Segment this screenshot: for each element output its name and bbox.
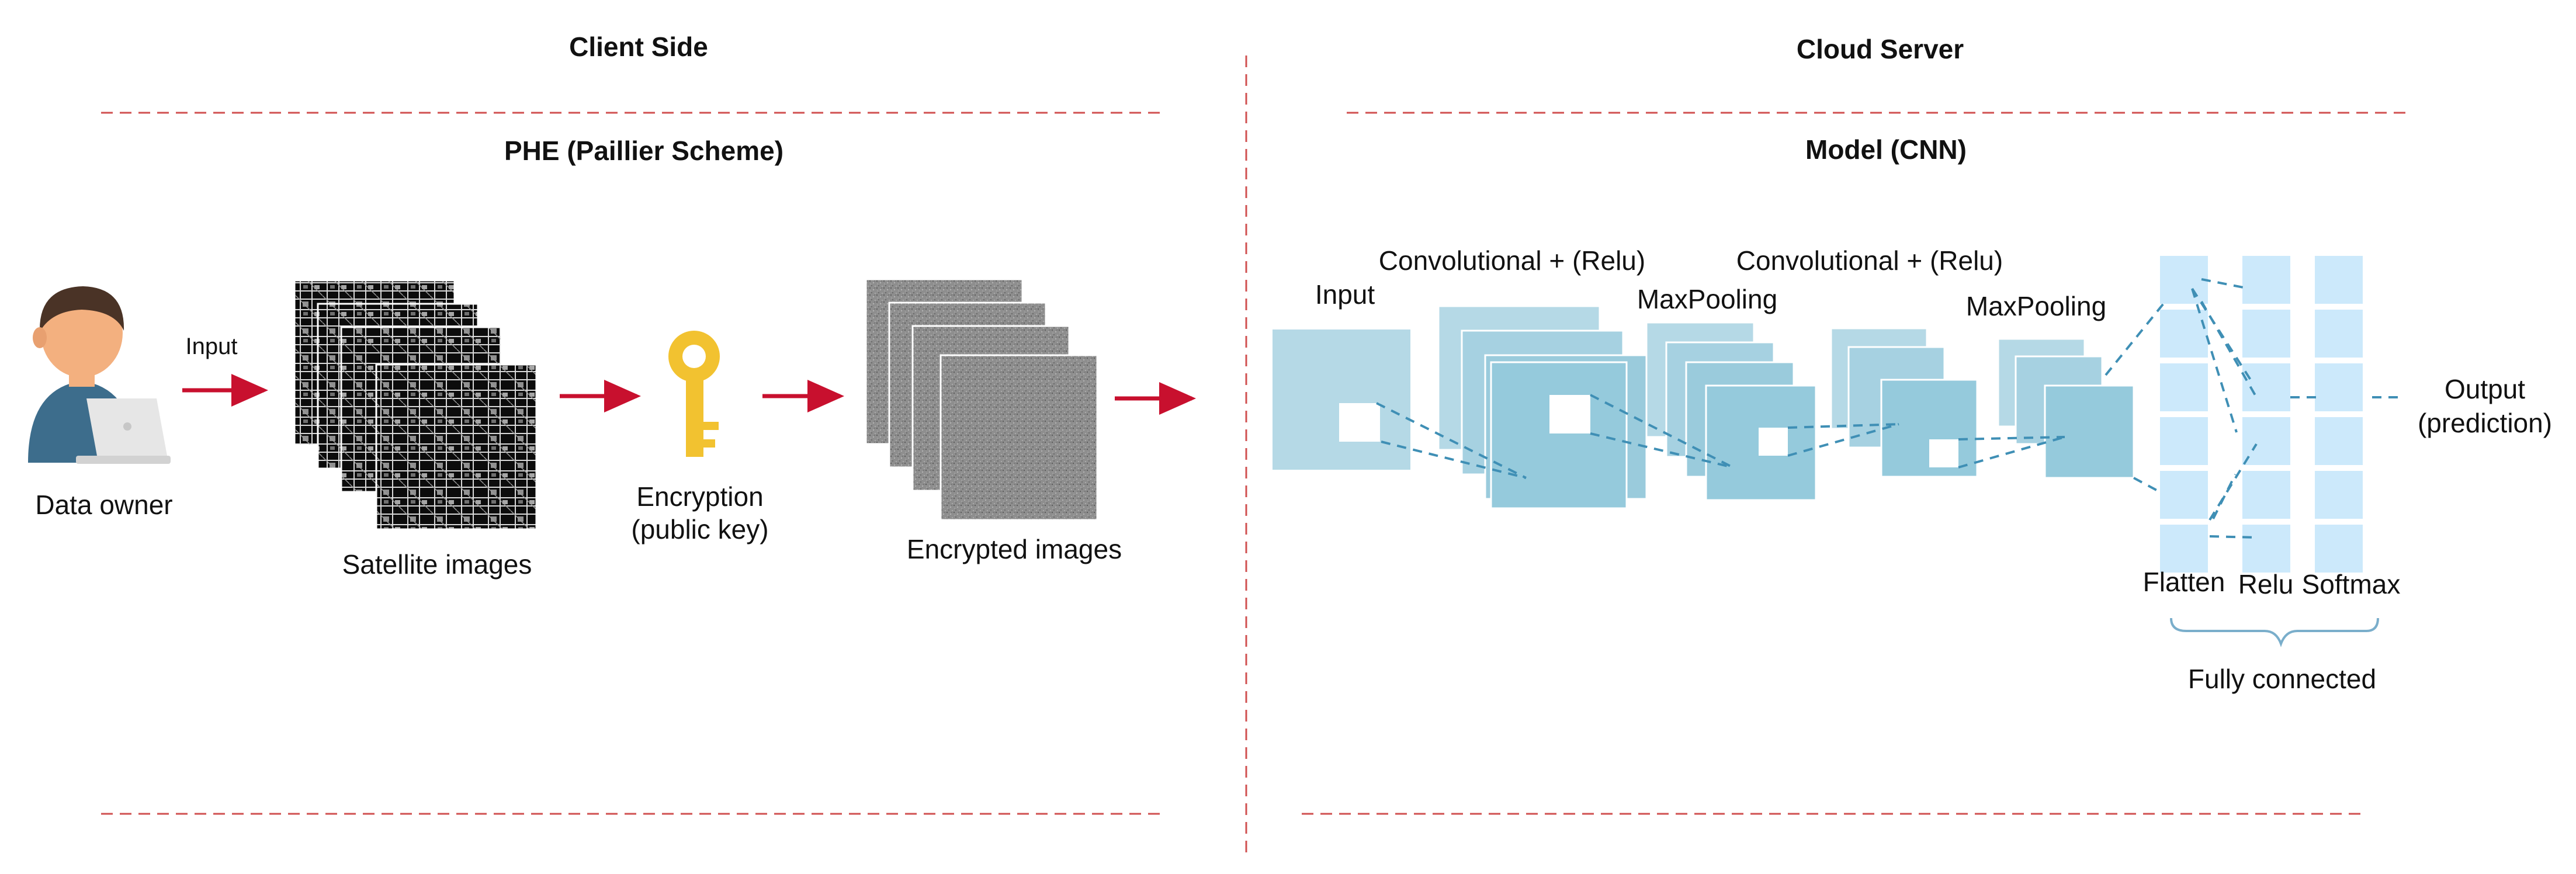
- satellite-image-stack: [293, 279, 538, 530]
- laptop-icon: [76, 398, 171, 464]
- key-icon: [668, 331, 720, 457]
- fully-connected-label: Fully connected: [2188, 664, 2376, 694]
- pool2-label: MaxPooling: [1966, 291, 2106, 321]
- input-arrow-label: Input: [186, 334, 238, 359]
- output-label-line2: (prediction): [2418, 408, 2552, 438]
- cloud-server-title: Cloud Server: [1797, 34, 1964, 64]
- flatten-label: Flatten: [2143, 567, 2225, 597]
- flatten-layer: [2160, 256, 2208, 573]
- client-side-title: Client Side: [569, 32, 708, 62]
- fully-connected-brace: [2170, 618, 2379, 647]
- model-subtitle: Model (CNN): [1805, 134, 1967, 165]
- satellite-images-label: Satellite images: [342, 549, 532, 580]
- data-owner-label: Data owner: [35, 490, 172, 520]
- cnn-input-label: Input: [1315, 279, 1375, 310]
- encryption-label-line2: (public key): [631, 514, 768, 544]
- fc-connection-lines: [2191, 278, 2405, 539]
- pool1-label: MaxPooling: [1637, 284, 1777, 314]
- softmax-layer: [2315, 256, 2363, 573]
- relu-label: Relu: [2238, 569, 2294, 599]
- pool2-feature-maps: [1997, 338, 2135, 479]
- conv2-label: Convolutional + (Relu): [1736, 245, 2003, 276]
- conv1-feature-maps: [1437, 305, 1648, 509]
- conv2-feature-maps: [1830, 327, 1978, 478]
- phe-subtitle: PHE (Paillier Scheme): [504, 136, 783, 166]
- output-label-line1: Output: [2445, 374, 2525, 404]
- conv1-label: Convolutional + (Relu): [1379, 245, 1645, 276]
- encrypted-images-label: Encrypted images: [907, 534, 1122, 564]
- relu-layer: [2242, 256, 2290, 573]
- cnn-input-layer: [1273, 330, 1410, 470]
- encryption-label-line1: Encryption: [636, 481, 763, 512]
- encrypted-image-stack: [865, 278, 1098, 521]
- pool1-feature-maps: [1645, 321, 1817, 501]
- softmax-label: Softmax: [2302, 569, 2401, 599]
